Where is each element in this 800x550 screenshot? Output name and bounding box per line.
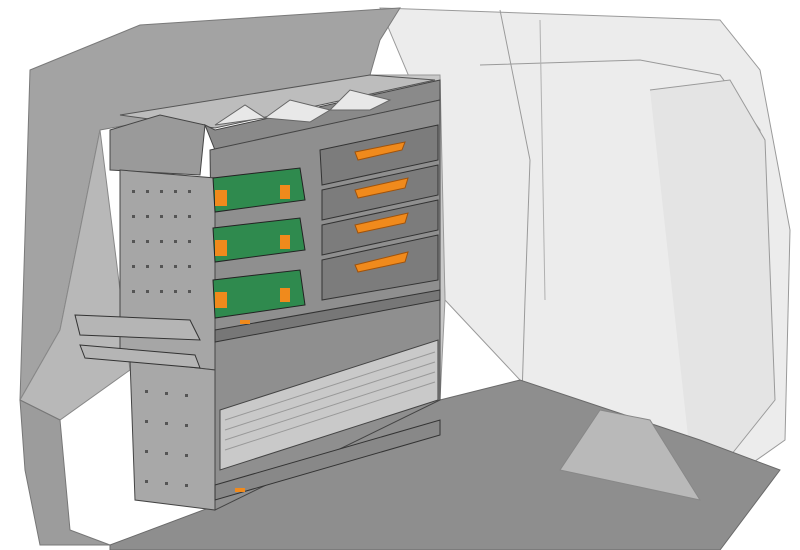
shelving-unit: [74, 74, 441, 511]
tool-holder-rack: [74, 314, 201, 369]
organizer-case: [212, 167, 306, 213]
van-body: [379, 7, 791, 501]
organizer-case: [212, 269, 306, 319]
organizer-case: [212, 217, 306, 263]
drawers: [319, 124, 439, 301]
lower-bin: [219, 339, 439, 471]
organizer-cases: [212, 167, 306, 319]
